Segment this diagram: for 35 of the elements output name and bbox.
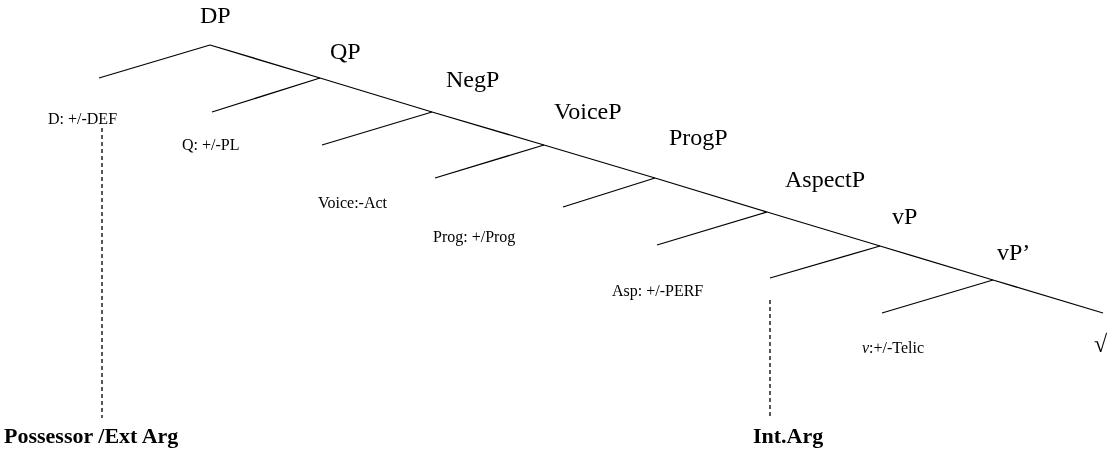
phrase-label: NegP xyxy=(446,66,500,93)
phrase-label: ProgP xyxy=(669,124,728,151)
root-symbol: √ xyxy=(1094,330,1108,357)
tree-branch xyxy=(543,144,656,179)
phrase-label: QP xyxy=(330,38,361,65)
tree-branch xyxy=(562,177,656,208)
phrase-label: vP xyxy=(892,203,918,230)
tree-branch xyxy=(321,111,433,146)
tree-branch xyxy=(434,144,545,179)
feature-label: D: +/-DEF xyxy=(48,110,118,128)
argument-label: Int.Arg xyxy=(753,423,824,448)
dashed-line xyxy=(101,127,103,419)
tree-branch xyxy=(209,44,321,79)
tree-branch xyxy=(98,44,211,79)
tree-branch xyxy=(769,245,881,279)
feature-label: Asp: +/-PERF xyxy=(612,282,704,300)
tree-branch xyxy=(656,211,768,246)
tree-branch xyxy=(319,77,433,113)
feature-label: Voice:-Act xyxy=(318,194,387,212)
tree-branch xyxy=(211,77,321,113)
tree-branch xyxy=(879,245,994,281)
phrase-label: vP’ xyxy=(997,239,1031,266)
feature-label: Q: +/-PL xyxy=(182,136,240,154)
feature-label: v:+/-Telic xyxy=(862,339,925,357)
tree-branch xyxy=(431,111,545,146)
tree-branch xyxy=(881,279,994,314)
phrase-label: VoiceP xyxy=(554,98,622,125)
tree-branch xyxy=(992,279,1104,314)
dashed-line xyxy=(769,299,771,419)
tree-branch xyxy=(654,177,768,213)
phrase-label: DP xyxy=(200,2,231,29)
tree-branch xyxy=(766,211,881,247)
feature-label: Prog: +/Prog xyxy=(433,228,516,246)
argument-label: Possessor /Ext Arg xyxy=(4,423,179,448)
phrase-label: AspectP xyxy=(785,166,865,193)
